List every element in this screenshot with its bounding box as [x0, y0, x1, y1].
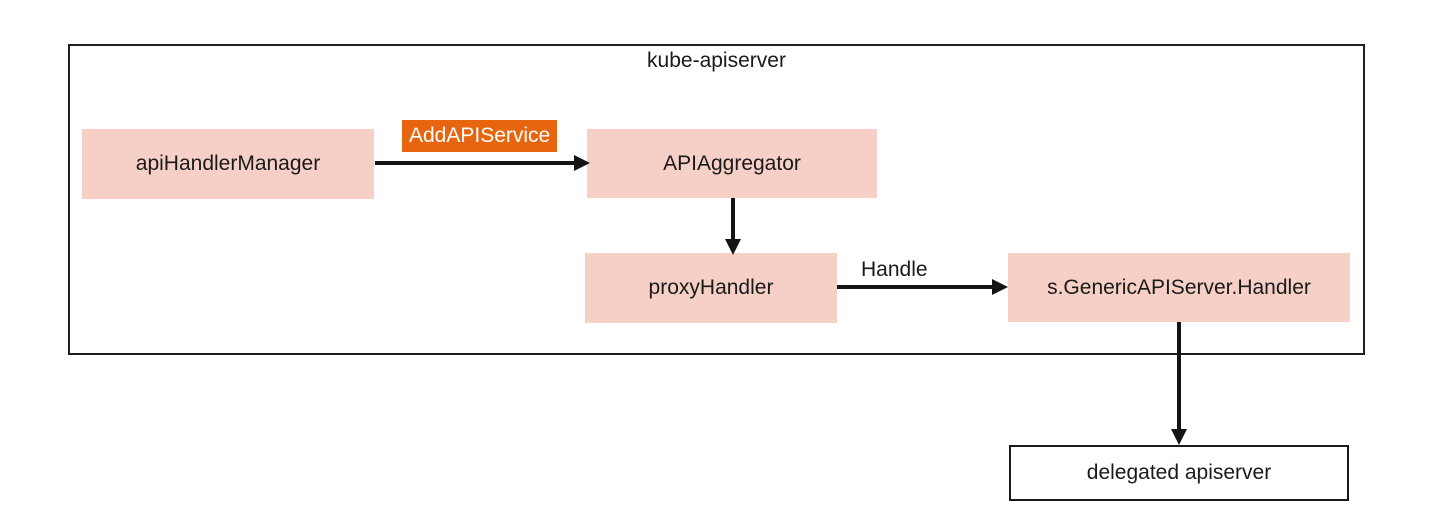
arrow-add-api-service-line	[375, 161, 576, 165]
arrow-to-delegated-apiserver-head-icon	[1171, 429, 1187, 445]
arrow-handle-line	[837, 285, 994, 289]
edge-label-handle: Handle	[861, 258, 928, 281]
arrow-handle-head-icon	[992, 279, 1008, 295]
edge-label-add-api-service: AddAPIService	[402, 120, 558, 152]
node-api-handler-manager: apiHandlerManager	[82, 129, 374, 199]
arrow-add-api-service-head-icon	[574, 155, 590, 171]
node-generic-apiserver-handler: s.GenericAPIServer.Handler	[1008, 253, 1350, 322]
node-proxy-handler: proxyHandler	[585, 253, 837, 323]
kube-apiserver-boundary	[68, 44, 1365, 355]
arrow-aggregator-to-proxy-head-icon	[725, 239, 741, 255]
arrow-to-delegated-apiserver-line	[1177, 322, 1181, 430]
arrow-aggregator-to-proxy-line	[731, 198, 735, 240]
node-delegated-apiserver: delegated apiserver	[1009, 445, 1349, 501]
kube-apiserver-title: kube-apiserver	[647, 49, 786, 72]
node-api-aggregator: APIAggregator	[587, 129, 877, 198]
